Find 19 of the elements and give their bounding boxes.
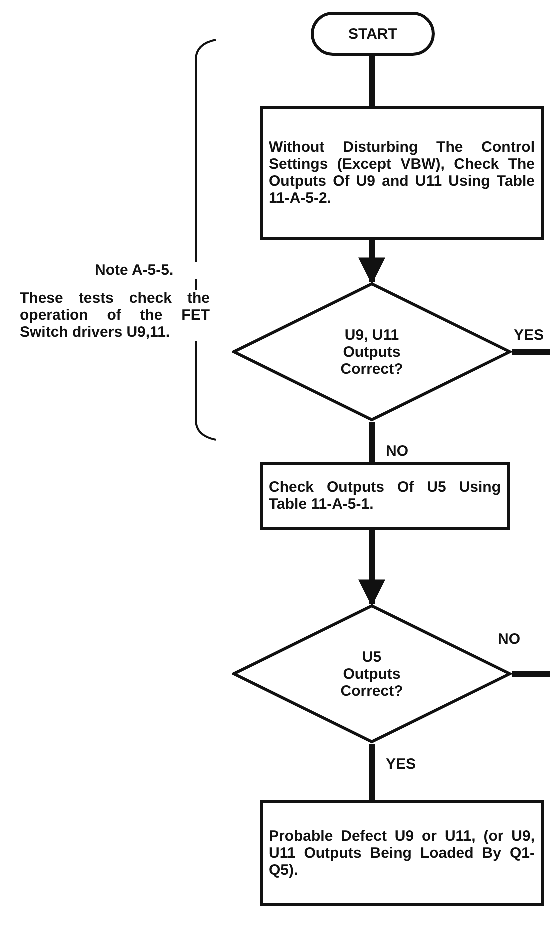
- process-box: [260, 462, 510, 530]
- step-text: Probable Defect U9 or U11, (or U9, U11 Outputs Being Loaded By Q1-Q5).: [269, 828, 535, 878]
- decision-diamond: [232, 282, 512, 422]
- start-terminal: [311, 12, 435, 56]
- step-text: START: [348, 26, 398, 42]
- step-text: Check Outputs Of U5 Using Table 11-A-5-1.: [269, 479, 501, 513]
- process-box: [260, 800, 544, 906]
- decision-text: U9, U11 Outputs Correct?: [340, 326, 404, 378]
- connector-line: [369, 422, 375, 462]
- decision-text: U5 Outputs Correct?: [340, 648, 404, 700]
- connector-line: [512, 349, 550, 355]
- note-text: These tests check the operation of the FET Switch drivers U9,11.: [20, 290, 210, 341]
- step-text: Without Disturbing The Control Settings (Except VBW), Check The Outputs Of U9 and U11 Using Table 11-A-5-2.: [269, 139, 535, 207]
- arrow: [358, 530, 386, 607]
- connector-line: [369, 744, 375, 800]
- connector-line: [512, 671, 550, 677]
- arrow: [358, 240, 386, 285]
- process-box: [260, 106, 544, 240]
- connector-line: [369, 56, 375, 106]
